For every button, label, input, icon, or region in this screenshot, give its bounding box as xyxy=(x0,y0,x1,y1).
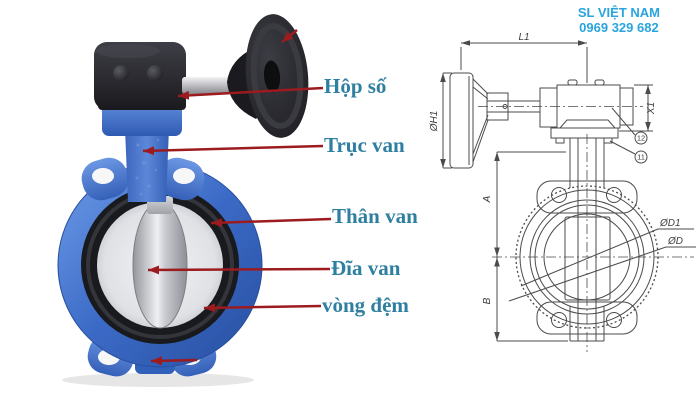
valve-photo xyxy=(57,14,309,387)
arrow-dia-van xyxy=(147,265,331,275)
top-lug-right xyxy=(157,157,205,201)
label-than-van: Thân van xyxy=(332,204,418,228)
dim-AB xyxy=(494,151,568,342)
callout-11 xyxy=(609,140,648,164)
valve-disc xyxy=(132,201,188,329)
drawing-handwheel xyxy=(449,72,509,169)
brand-block: SL VIỆT NAM 0969 329 682 xyxy=(578,5,660,35)
dim-label-B: B xyxy=(482,297,493,304)
brand-phone: 0969 329 682 xyxy=(579,20,659,35)
photo-shadow xyxy=(62,373,254,387)
leader-D1 xyxy=(520,228,694,287)
dim-label-A: A xyxy=(482,195,493,203)
drawing-body-front xyxy=(515,180,659,335)
arrow-truc-van xyxy=(142,144,324,156)
dim-X1 xyxy=(619,84,653,132)
valve-neck xyxy=(125,128,169,202)
gearbox-bolt-left xyxy=(113,65,129,81)
annotation-arrows xyxy=(142,29,332,366)
dim-L1 xyxy=(460,40,588,83)
label-dia-van: Đĩa van xyxy=(331,256,401,280)
dim-label-X1: X1 xyxy=(646,102,657,115)
brand-company: SL VIỆT NAM xyxy=(577,5,660,20)
drawing-gearbox xyxy=(539,79,634,144)
dim-H1 xyxy=(440,72,452,169)
top-lug-left xyxy=(81,157,129,201)
gearbox-highlight xyxy=(96,44,160,58)
technical-drawing: L1 ØH1 X1 A B ØD1 ØD 12 11 xyxy=(429,32,696,352)
handwheel-bell xyxy=(227,46,264,119)
callout-label-11: 11 xyxy=(637,153,645,162)
callout-12 xyxy=(611,107,648,145)
drawing-neck xyxy=(569,138,605,342)
gearbox-body xyxy=(94,42,186,110)
arrow-vong-dem xyxy=(203,303,322,313)
arrow-than-van xyxy=(210,217,332,228)
dim-label-D: ØD xyxy=(667,236,683,247)
callout-label-12: 12 xyxy=(637,134,645,143)
label-hop-so: Hộp số xyxy=(324,74,387,98)
handwheel xyxy=(245,14,309,138)
leader-D xyxy=(508,246,696,302)
mounting-collar xyxy=(102,104,182,136)
arrow-handwheel xyxy=(281,29,298,43)
arrow-bottom-plug xyxy=(150,356,198,366)
dim-label-D1: ØD1 xyxy=(659,218,681,229)
label-vong-dem: vòng đệm xyxy=(322,293,409,317)
dim-label-L1: L1 xyxy=(518,32,529,43)
drawing-shaft xyxy=(508,100,540,113)
dim-label-H1: ØH1 xyxy=(429,111,440,133)
arrow-hop-so xyxy=(177,86,324,100)
label-truc-van: Trục van xyxy=(324,133,405,157)
gearbox-bolt-right xyxy=(147,65,163,81)
